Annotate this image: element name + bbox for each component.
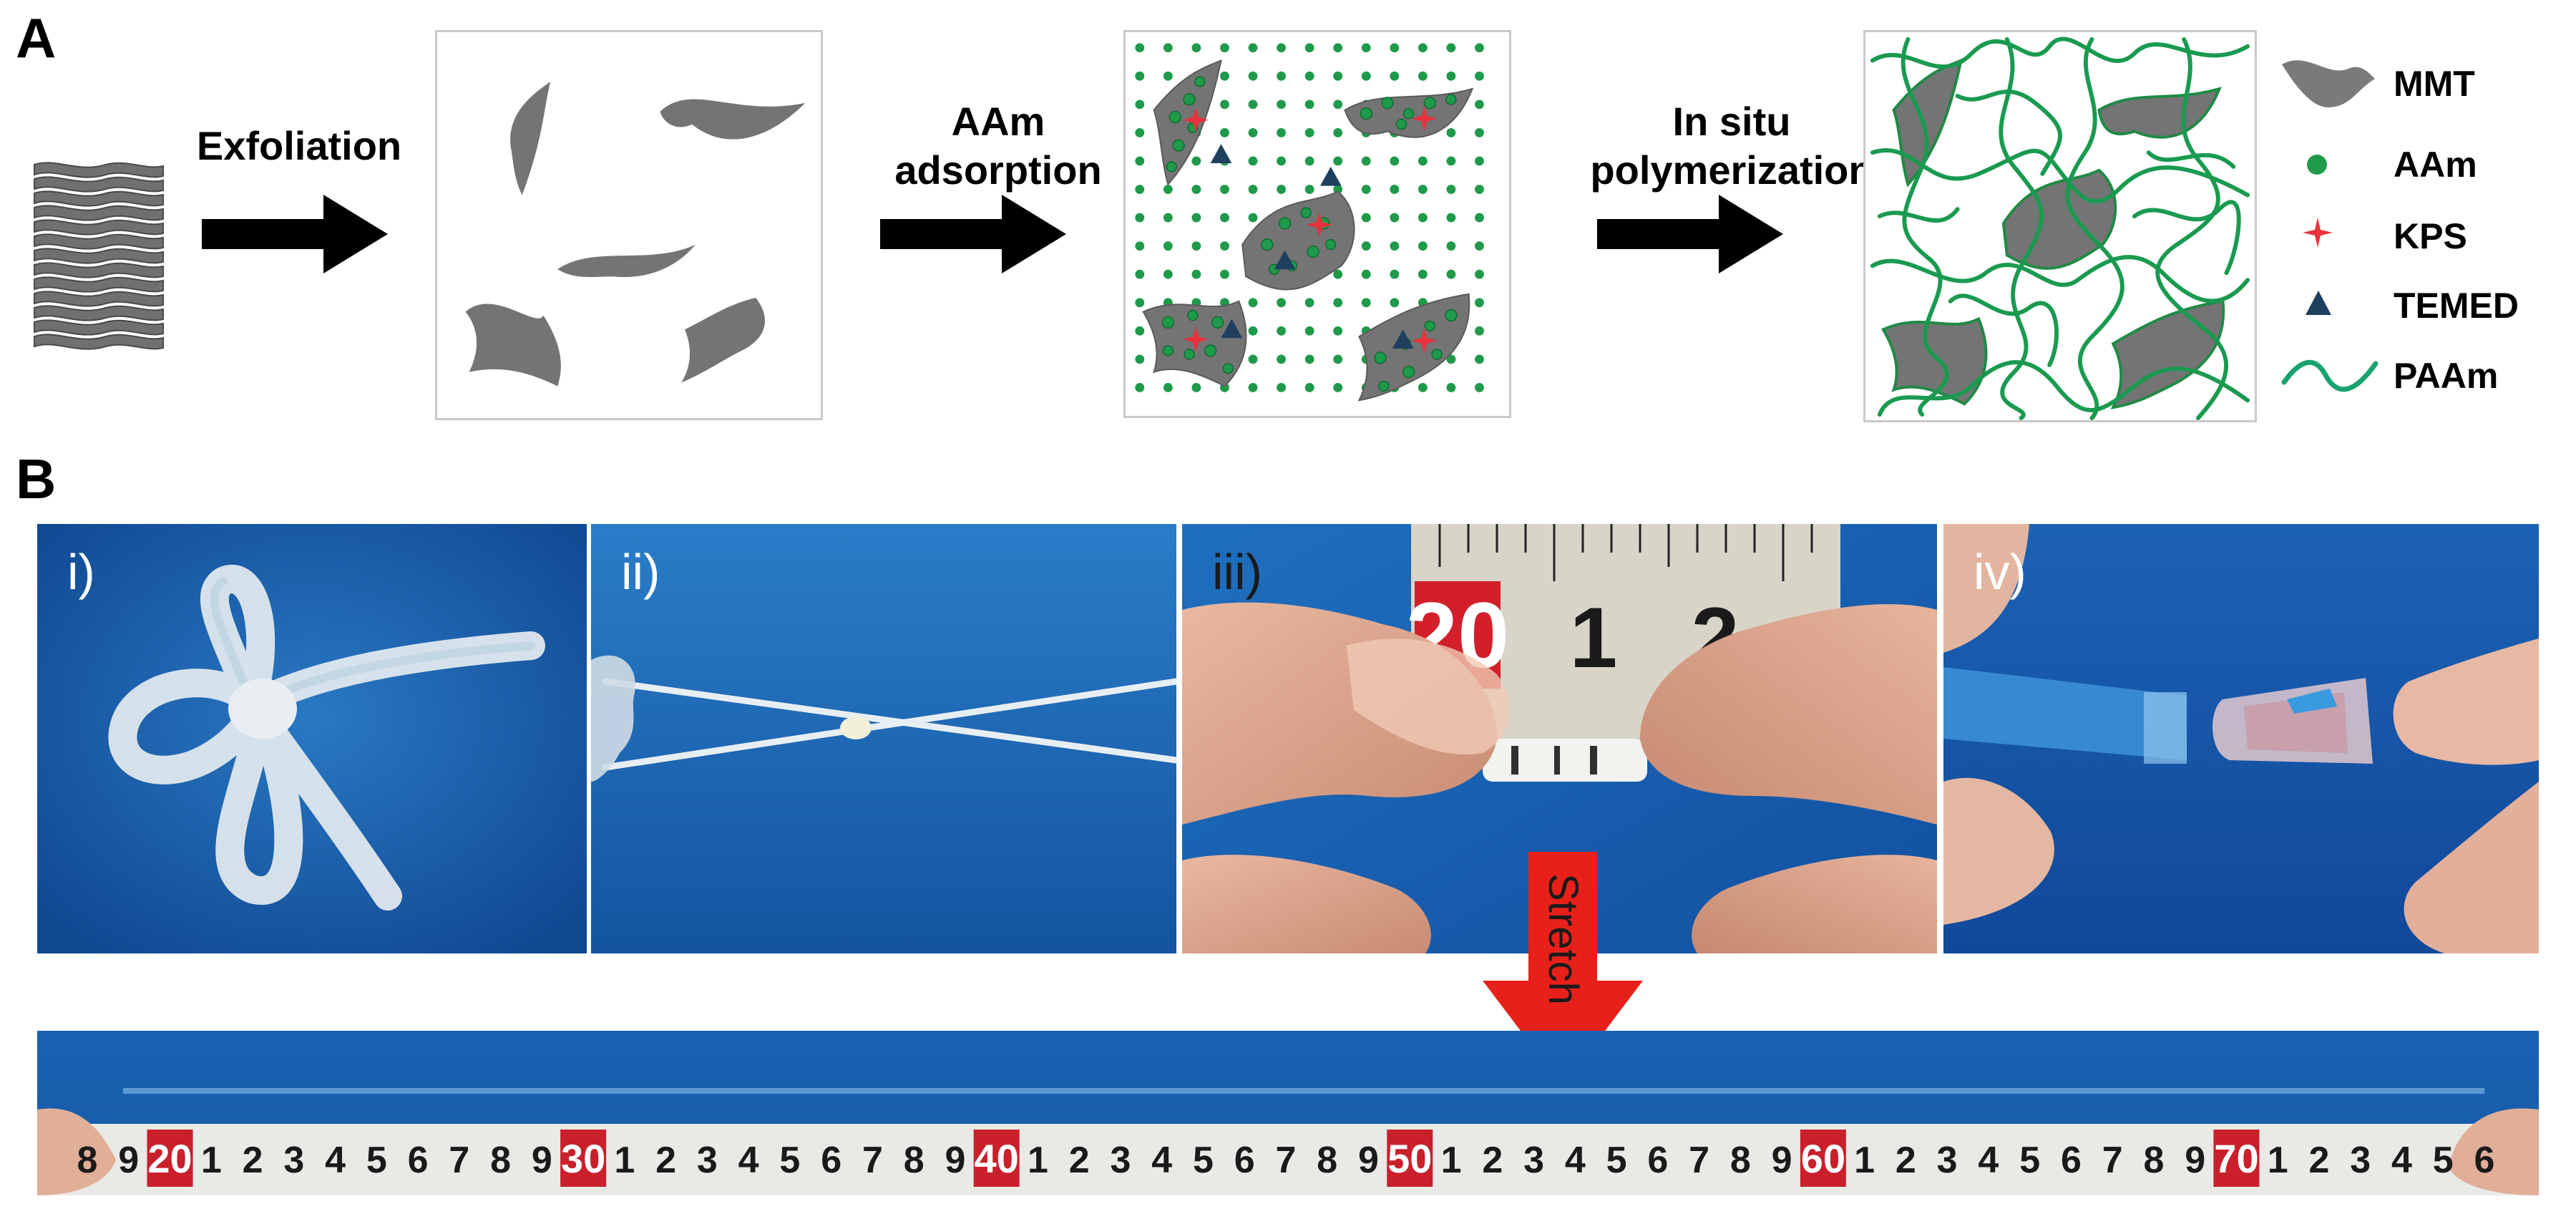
ruler-number: 2: [655, 1140, 676, 1181]
ruler-number: 3: [697, 1140, 718, 1181]
kps-star-icon: [2303, 218, 2333, 248]
ruler-number: 6: [2061, 1140, 2082, 1181]
step-label-in-situ-polymerization: In situ polymerization: [1590, 99, 1873, 193]
arrow-right-icon: [202, 195, 388, 273]
ruler-number: 8: [1730, 1140, 1751, 1181]
photo-crossed-fibers: ii): [591, 524, 1176, 953]
ruler-number: 30: [561, 1136, 605, 1181]
paam-chain-icon: [2281, 359, 2379, 392]
ruler-number: 4: [325, 1140, 346, 1181]
photo-knotted-hydrogel: i): [37, 524, 587, 953]
ruler-number: 8: [2143, 1140, 2164, 1181]
ruler-number: 9: [2185, 1140, 2205, 1181]
legend-label-mmt: MMT: [2394, 64, 2475, 104]
ruler-number: 9: [1358, 1140, 1379, 1181]
ruler-decade-marker: [1387, 1130, 1433, 1187]
ruler-number: 3: [1523, 1140, 1544, 1181]
ruler-number: 9: [118, 1140, 139, 1181]
ruler-number: 2: [2309, 1140, 2330, 1181]
ruler-number: 8: [1317, 1140, 1337, 1181]
stacked-mmt-icon: [34, 162, 164, 350]
ruler-number: 1: [614, 1140, 635, 1181]
panel-a-letter: A: [16, 6, 57, 69]
legend-label-aam: AAm: [2394, 145, 2477, 185]
ruler-number: 7: [449, 1140, 469, 1181]
ruler-number: 1: [2268, 1140, 2288, 1181]
ruler-number: 1: [1854, 1140, 1875, 1181]
photo-label-iii: iii): [1212, 544, 1262, 600]
exfoliated-mmt-box: [435, 30, 823, 420]
ruler-number: 4: [1978, 1140, 1999, 1181]
ruler-number: 60: [1801, 1136, 1845, 1181]
ruler-number: 7: [862, 1140, 883, 1181]
ruler-number: 4: [738, 1140, 759, 1181]
ruler-decade-marker: [973, 1130, 1020, 1187]
ruler-number: 50: [1387, 1136, 1432, 1181]
ruler-number: 5: [1193, 1140, 1214, 1181]
ruler-number: 5: [1606, 1140, 1627, 1181]
ruler-number: 1: [1441, 1140, 1462, 1181]
stretch-label: Stretch: [1540, 873, 1586, 1005]
ruler-number: 8: [904, 1140, 924, 1181]
mmt-sheet-icon: [2282, 60, 2375, 107]
polymerized-network-box: [1863, 30, 2257, 422]
aam-dot-icon: [2307, 155, 2327, 175]
ruler-number: 8: [490, 1140, 511, 1181]
photo-syringe-tip: iv): [1943, 524, 2539, 953]
ruler-number: 4: [1565, 1140, 1586, 1181]
ruler-number: 4: [1151, 1140, 1172, 1181]
arrow-right-icon: [1597, 195, 1783, 273]
ruler-decade-marker: [560, 1130, 607, 1187]
ruler-number: 2: [1482, 1140, 1503, 1181]
ruler-decade-marker: [2213, 1130, 2260, 1187]
photo-label-ii: ii): [621, 544, 660, 600]
panel-b-letter: B: [16, 447, 57, 510]
ruler-number: 4: [2391, 1140, 2412, 1181]
ruler-number: 7: [1689, 1140, 1709, 1181]
legend-label-kps: KPS: [2394, 216, 2467, 256]
ruler-number: 6: [408, 1140, 429, 1181]
ruler-number: 5: [779, 1140, 800, 1181]
ruler-number: 3: [2350, 1140, 2371, 1181]
ruler-number: 20: [147, 1136, 192, 1181]
ruler-number: 9: [945, 1140, 965, 1181]
legend-label-paam: PAAm: [2394, 356, 2499, 396]
ruler-number: 6: [821, 1140, 841, 1181]
ruler-number: 7: [1276, 1140, 1297, 1181]
ruler-number: 7: [2102, 1140, 2123, 1181]
ruler-number: 3: [1937, 1140, 1958, 1181]
ruler-number: 8: [77, 1140, 98, 1181]
ruler-decade-marker: [147, 1130, 193, 1187]
ruler-number: 2: [1896, 1140, 1916, 1181]
ruler-number: 5: [2019, 1140, 2040, 1181]
step-label-aam-adsorption: AAm adsorption: [894, 99, 1102, 193]
ruler-number: 3: [1111, 1140, 1131, 1181]
photo-label-i: i): [67, 544, 95, 600]
ruler-number: 40: [975, 1136, 1019, 1181]
photo-ruler-grip: 20 1 2 iii): [1182, 524, 1937, 953]
arrow-right-icon: [880, 195, 1066, 273]
ruler-number: 3: [283, 1140, 304, 1181]
ruler-number: 70: [2214, 1136, 2258, 1181]
ruler-number: 1: [201, 1140, 222, 1181]
ruler-top-number-1: 1: [1570, 590, 1618, 686]
ruler-number: 5: [2433, 1140, 2454, 1181]
step-label-exfoliation: Exfoliation: [196, 123, 402, 168]
photo-label-iv: iv): [1974, 544, 2026, 600]
ruler-number: 6: [2474, 1140, 2495, 1181]
ruler-number: 6: [1234, 1140, 1255, 1181]
ruler-number: 2: [1069, 1140, 1090, 1181]
temed-triangle-icon: [2306, 291, 2331, 315]
ruler-number: 6: [1647, 1140, 1668, 1181]
ruler-number: 9: [1772, 1140, 1792, 1181]
ruler-decade-marker: [1800, 1130, 1846, 1187]
ruler-number: 2: [243, 1140, 263, 1181]
ruler-number: 1: [1028, 1140, 1048, 1181]
legend-label-temed: TEMED: [2394, 286, 2519, 326]
stretch-arrow-icon: [1483, 852, 1643, 1087]
ruler-number: 9: [532, 1140, 552, 1181]
ruler-number: 5: [366, 1140, 387, 1181]
aam-adsorption-box: [1123, 30, 1511, 418]
